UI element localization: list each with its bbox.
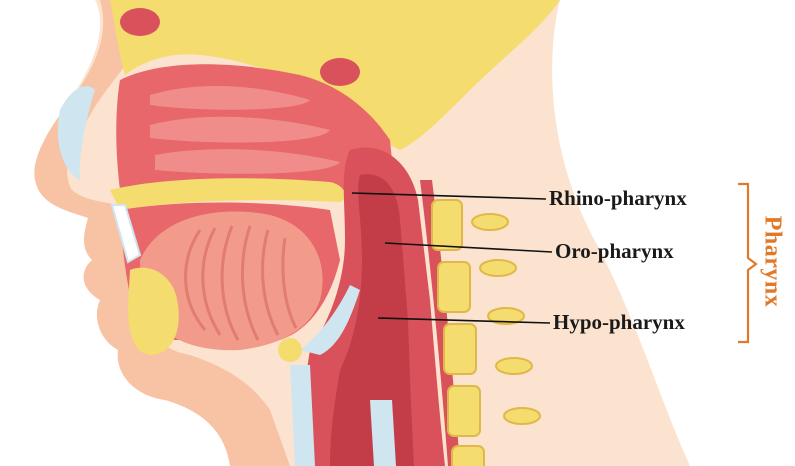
trachea: [370, 400, 396, 466]
hyoid-bone: [278, 338, 302, 362]
sinus-top: [120, 8, 160, 36]
sinus-mid: [320, 58, 360, 86]
label-rhino-pharynx: Rhino-pharynx: [549, 188, 687, 209]
label-hypo-pharynx: Hypo-pharynx: [553, 312, 685, 333]
pharynx-group-label: Pharynx: [759, 215, 786, 307]
pharynx-group-label-box: Pharynx: [752, 186, 792, 336]
label-oro-pharynx: Oro-pharynx: [555, 241, 674, 262]
